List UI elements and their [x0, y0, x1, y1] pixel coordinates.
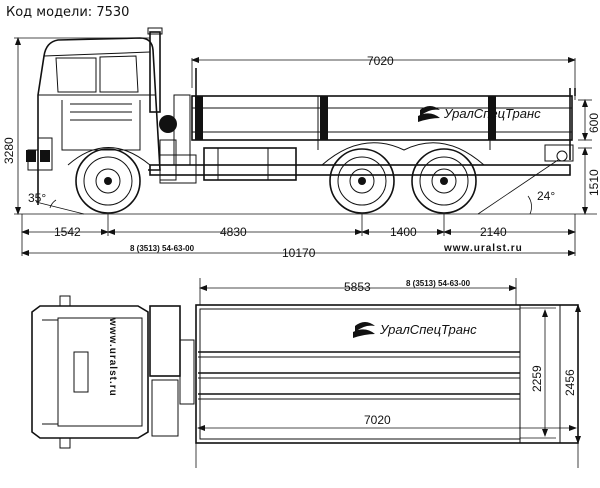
- dim-height-total: 3280: [2, 137, 16, 164]
- dim-inner-width: 2259: [530, 365, 544, 392]
- mid-wheel: [329, 148, 395, 214]
- rear-wheel: [411, 148, 477, 214]
- dim-wheelbase: 4830: [220, 225, 247, 239]
- dim-cargo-length: 7020: [367, 54, 394, 68]
- dim-cargo-length-bottom: 7020: [364, 413, 391, 427]
- dim-platform-height: 1510: [587, 169, 600, 196]
- dim-cargo-length-top: 5853: [344, 280, 371, 294]
- brand-logo-side: УралСпецТранс: [418, 106, 541, 122]
- dim-axle-spacing: 1400: [390, 225, 417, 239]
- dim-rear-angle: 24°: [537, 189, 555, 203]
- phone-side: 8 (3513) 54-63-00: [130, 244, 195, 253]
- dim-side-height: 600: [587, 113, 600, 133]
- side-view: 7020 3280 600 1510: [2, 27, 600, 260]
- brand-logo-top: УралСпецТранс: [353, 322, 477, 338]
- brand-name-top: УралСпецТранс: [379, 322, 477, 337]
- dim-front-angle: 35°: [28, 191, 46, 205]
- dim-rear-overhang: 2140: [480, 225, 507, 239]
- website-side: www.uralst.ru: [443, 243, 523, 254]
- brand-name-side: УралСпецТранс: [443, 106, 541, 121]
- front-wheel: [75, 148, 141, 214]
- top-view: 5853 8 (3513) 54-63-00 www.uralst.ru Ура…: [31, 278, 581, 468]
- phone-top: 8 (3513) 54-63-00: [406, 279, 471, 288]
- dim-front-overhang: 1542: [54, 225, 81, 239]
- website-top: www.uralst.ru: [107, 317, 118, 397]
- dim-outer-width: 2456: [563, 369, 577, 396]
- dim-total-length: 10170: [282, 246, 316, 260]
- model-code-label: Код модели: 7530: [6, 5, 130, 20]
